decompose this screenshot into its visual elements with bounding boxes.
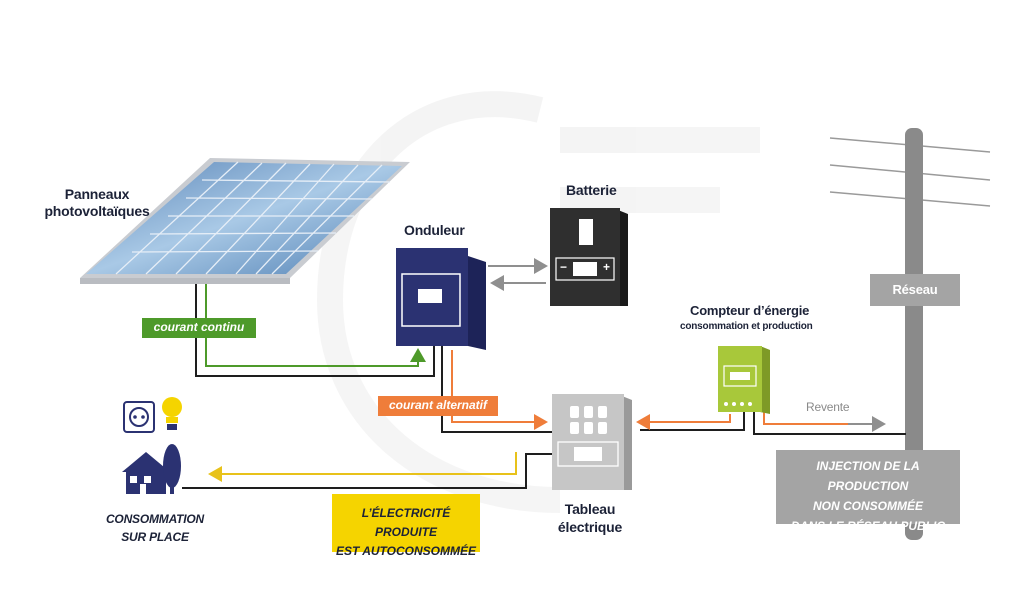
- tag-injection: INJECTION DE LA PRODUCTION NON CONSOMMÉE…: [790, 459, 945, 533]
- ac-wires: [441, 346, 552, 433]
- solar-panel: [80, 158, 410, 284]
- label-reseau: Réseau: [892, 282, 938, 297]
- meter-wires: [636, 410, 906, 435]
- energy-meter: [718, 346, 770, 414]
- injection-bg: [776, 450, 960, 524]
- label-compteur-sub: consommation et production: [680, 321, 813, 332]
- watermark-logo: [316, 91, 760, 513]
- battery-box: [550, 208, 628, 306]
- utility-pole: [905, 128, 923, 540]
- socket-icon: [123, 401, 155, 433]
- label-consommation: CONSOMMATION SUR PLACE: [105, 512, 205, 544]
- label-panneaux: Panneaux photovoltaïques: [44, 186, 150, 219]
- tableau-box: [552, 394, 632, 490]
- label-compteur-title: Compteur d’énergie: [690, 303, 810, 318]
- tag-courant-continu: courant continu: [153, 320, 245, 334]
- inverter-battery-arrows: [488, 258, 548, 291]
- label-tableau: Tableau électrique: [557, 501, 623, 535]
- house-icon: [122, 444, 181, 494]
- reseau-bg: [870, 274, 960, 306]
- courant-continu-bg: [142, 318, 256, 338]
- label-onduleur: Onduleur: [404, 222, 465, 238]
- autoconsommee-bg: [332, 494, 480, 552]
- tag-autoconsommee: L’ÉLECTRICITÉ PRODUITE EST AUTOCONSOMMÉE: [335, 506, 476, 558]
- battery-minus: −: [560, 260, 567, 274]
- inverter-box: [396, 248, 486, 350]
- lightbulb-icon: [162, 397, 182, 430]
- battery-plus: +: [603, 260, 610, 274]
- house-wires: [182, 452, 552, 489]
- tag-courant-alternatif: courant alternatif: [388, 398, 487, 412]
- label-batterie: Batterie: [566, 182, 617, 198]
- courant-alternatif-bg: [378, 396, 498, 416]
- label-revente: Revente: [806, 400, 850, 414]
